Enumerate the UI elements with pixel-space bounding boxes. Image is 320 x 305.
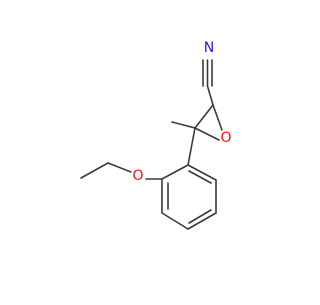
structure-canvas: N O O xyxy=(80,40,232,230)
nitrogen-atom-label: N xyxy=(204,40,214,56)
benzene-double-bond xyxy=(188,209,212,224)
carbon-to-phenyl-bond xyxy=(187,127,196,166)
epoxide-ring-bond xyxy=(194,104,214,129)
benzene-double-bond xyxy=(188,170,212,184)
benzene-bond xyxy=(187,212,217,230)
epoxide-ring-bond xyxy=(194,127,220,141)
benzene-bond xyxy=(161,164,189,180)
epoxide-ring-bond xyxy=(212,104,223,131)
ether-oxygen-label: O xyxy=(132,168,143,184)
benzene-bond xyxy=(161,212,189,230)
bonds-group xyxy=(80,59,223,230)
atom-labels-group: N O O xyxy=(132,40,231,184)
ether-oxygen-to-ethyl-bond xyxy=(107,162,132,173)
epoxide-oxygen-label: O xyxy=(220,130,231,146)
ethyl-bond xyxy=(80,162,109,179)
benzene-bond xyxy=(187,164,217,181)
molecule-structure: N O O xyxy=(80,40,232,230)
methyl-bond xyxy=(171,121,196,129)
epoxide-ch-to-nitrile-bond xyxy=(206,85,214,106)
